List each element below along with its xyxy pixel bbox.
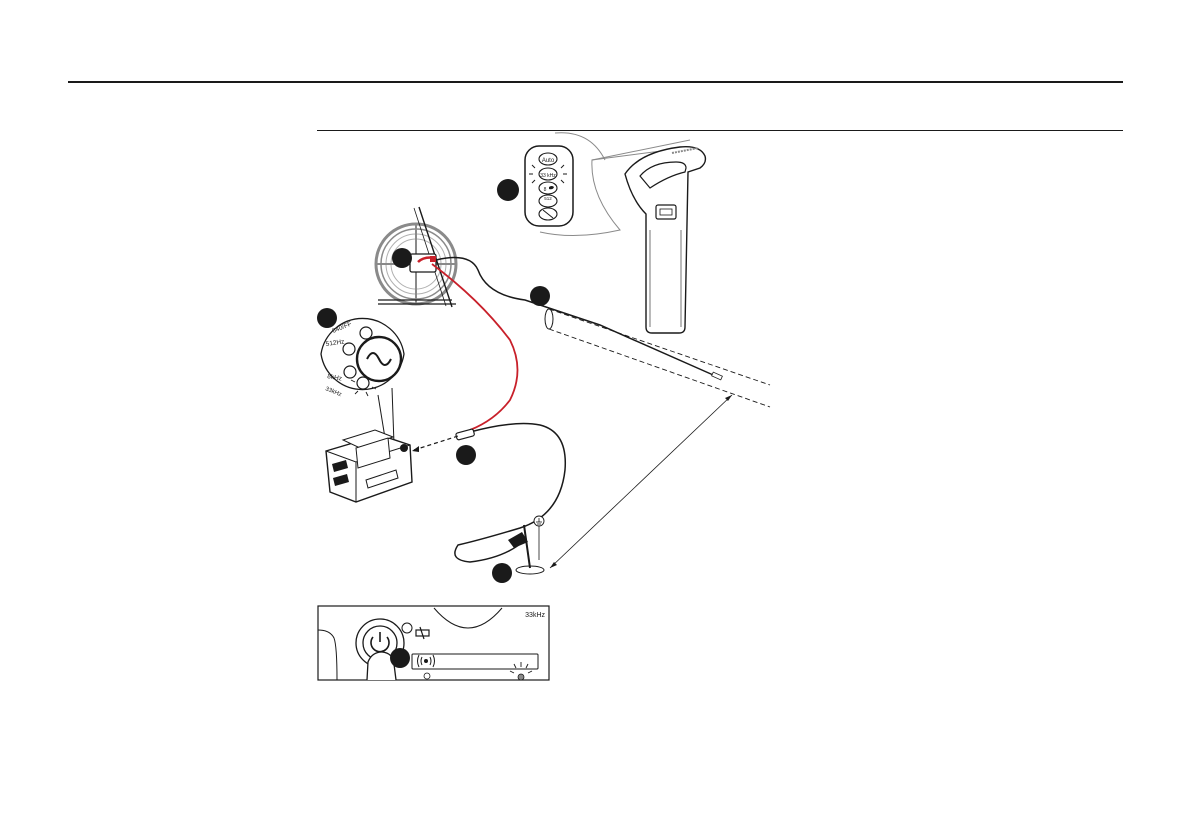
traced-cable [436,258,770,407]
separation-distance-arrow [550,395,732,568]
auto-key-label: Auto [542,158,555,164]
reel-red-connector [430,256,436,262]
status-led [402,623,412,633]
callout-frequency [317,308,337,328]
freq-8khz-key-label: 8 [544,187,547,193]
duct-opening [545,309,553,329]
freq-label: 33kHz [525,612,545,619]
callout-receiver [497,179,519,201]
freq-8khz-key [539,182,557,194]
transmitter-socket [400,444,408,452]
receiver-locator [625,147,705,333]
callout-cable [530,286,550,306]
led-8k [344,366,356,378]
transmitter-control-panel: 33kHz [318,606,549,680]
callout-reel [392,248,412,268]
cable-reel [376,207,456,307]
callout-power [390,648,410,668]
transmitter-unit [326,430,412,502]
led-33k [357,377,369,389]
transmitter-frequency-zoom: 640/FF 512Hz 8kHz 33kHz [321,318,404,444]
freq-33k-label: 33kHz [324,386,342,398]
ground-stake [508,516,544,574]
callout-plug [456,445,476,465]
plug-direction-arrow [414,436,458,450]
freq-indicator-led [518,674,524,680]
freq-33khz-key-label: 33 kHz [540,173,556,179]
led-640 [360,327,372,339]
callout-ground [492,563,512,583]
freq-512-key-label: 512 [544,196,552,201]
freq-8k-label: 8kHz [327,373,343,382]
